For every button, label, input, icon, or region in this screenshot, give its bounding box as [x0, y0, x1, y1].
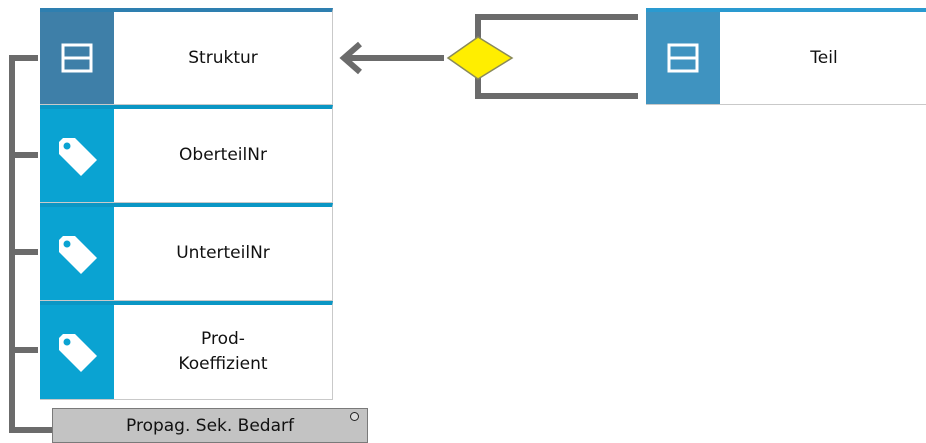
entity-title: Struktur: [188, 47, 258, 68]
attribute-icon-cell: [40, 207, 114, 300]
struktur-group-bracket: [9, 55, 52, 433]
entity-title: Teil: [810, 47, 838, 68]
attribute-label: Prod- Koeffizient: [178, 329, 268, 374]
arrow-head-icon: [339, 41, 362, 75]
attribute-row-oberteilnr[interactable]: OberteilNr: [40, 105, 333, 203]
tag-icon: [59, 235, 97, 274]
table-icon: [667, 43, 699, 73]
entity-icon-cell: [646, 12, 720, 104]
attribute-row-prod-koeffizient[interactable]: Prod- Koeffizient: [40, 301, 333, 400]
footer-label: Propag. Sek. Bedarf: [126, 415, 294, 436]
attribute-icon-cell: [40, 305, 114, 399]
entity-teil-header[interactable]: Teil: [646, 8, 926, 105]
tag-icon: [59, 137, 97, 176]
table-icon: [61, 43, 93, 73]
attribute-label: UnterteilNr: [176, 243, 270, 263]
entity-struktur-header[interactable]: Struktur: [40, 8, 333, 105]
attribute-row-unterteilnr[interactable]: UnterteilNr: [40, 203, 333, 301]
teil-bracket-bottom: [475, 78, 638, 99]
circle-indicator-icon: [350, 412, 359, 421]
propagation-footer[interactable]: Propag. Sek. Bedarf: [52, 408, 368, 443]
teil-bracket: [475, 14, 638, 39]
tag-icon: [59, 334, 97, 372]
attribute-label: OberteilNr: [179, 145, 267, 165]
entity-icon-cell: [40, 12, 114, 104]
attribute-icon-cell: [40, 109, 114, 202]
relationship-diamond-icon: [446, 36, 514, 80]
